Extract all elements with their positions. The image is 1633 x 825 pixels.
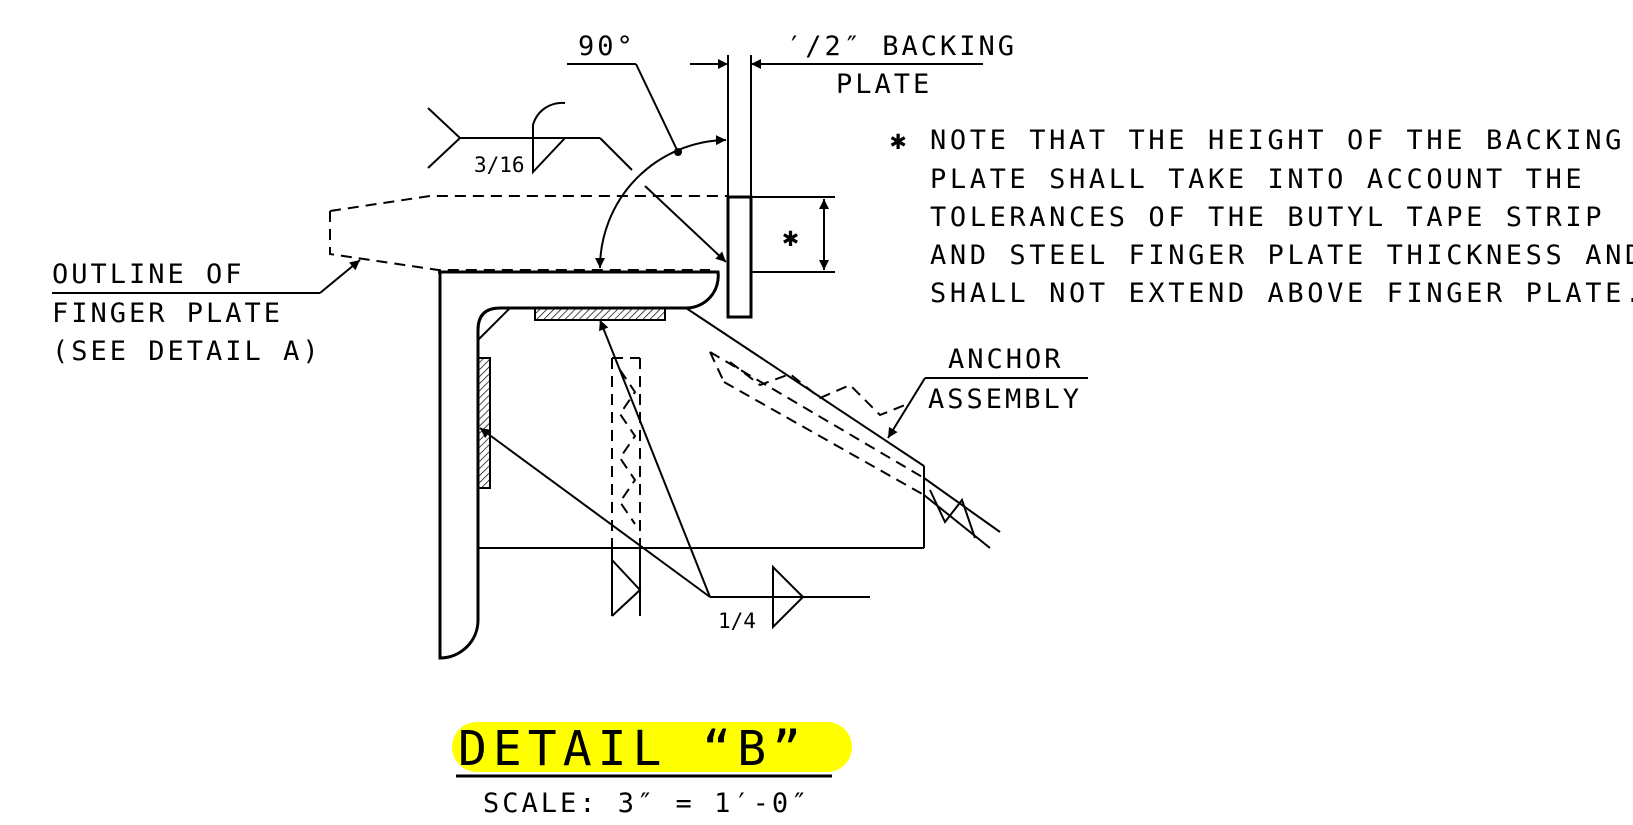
- note-block: ✱ NOTE THAT THE HEIGHT OF THE BACKING PL…: [890, 125, 1633, 309]
- height-marker-label: ✱: [782, 222, 801, 253]
- backing-plate-label-line2: PLATE: [836, 69, 932, 100]
- weld-symbol-bottom: [479, 319, 870, 630]
- anchor-assembly: [709, 351, 1001, 549]
- note-line-1: NOTE THAT THE HEIGHT OF THE BACKING: [930, 125, 1625, 156]
- finger-plate-outline: [329, 195, 728, 271]
- scale-label: SCALE: 3″ = 1′-0″: [483, 788, 810, 819]
- title-highlight: [452, 722, 852, 772]
- outline-label-line1: OUTLINE OF: [52, 259, 245, 290]
- outline-label-line2: FINGER PLATE: [52, 298, 283, 329]
- angle-callout: [567, 63, 727, 269]
- weld-symbol-top: [427, 101, 633, 175]
- angle-label: 90°: [578, 31, 636, 62]
- backing-plate-label-line1: ′/2″ BACKING: [786, 31, 1017, 62]
- butyl-tape-strip-side: [477, 357, 491, 489]
- detail-title: DETAIL “B”: [458, 721, 807, 777]
- anchor-leader: [887, 377, 1088, 439]
- note-line-3: TOLERANCES OF THE BUTYL TAPE STRIP: [930, 202, 1605, 233]
- weld-bottom-size: 1/4: [718, 609, 756, 633]
- anchor-label-line2: ASSEMBLY: [928, 384, 1082, 415]
- note-line-2: PLATE SHALL TAKE INTO ACCOUNT THE: [930, 164, 1585, 195]
- height-dimension: [751, 196, 835, 273]
- steel-angle-section: [438, 270, 925, 660]
- backing-plate: [726, 55, 753, 319]
- butyl-tape-strip-top: [534, 307, 666, 321]
- outline-leader: [52, 259, 361, 294]
- vertical-anchor: [611, 357, 642, 617]
- note-line-5: SHALL NOT EXTEND ABOVE FINGER PLATE.: [930, 278, 1633, 309]
- weld-top-size: 3/16: [474, 153, 525, 177]
- outline-label-line3: (SEE DETAIL A): [52, 336, 322, 367]
- anchor-label-line1: ANCHOR: [948, 344, 1064, 375]
- title-block: DETAIL “B” SCALE: 3″ = 1′-0″: [452, 721, 852, 819]
- note-line-4: AND STEEL FINGER PLATE THICKNESS AND: [930, 240, 1633, 271]
- note-marker: ✱: [890, 125, 910, 156]
